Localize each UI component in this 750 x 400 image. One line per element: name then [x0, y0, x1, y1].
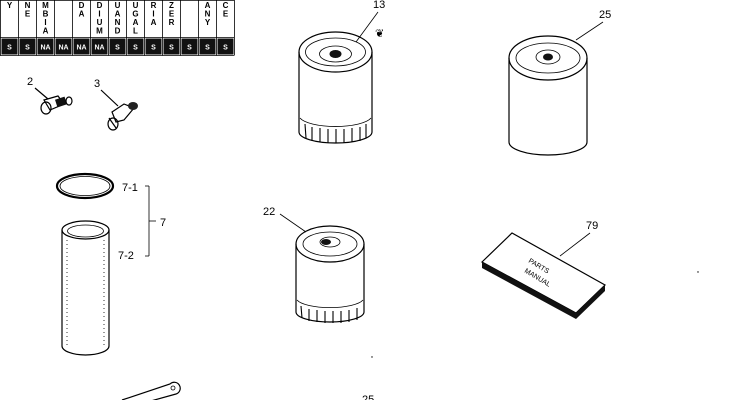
header-letter: R — [169, 18, 175, 27]
header-letter: M — [96, 27, 103, 36]
header-letter: A — [151, 18, 157, 27]
filter-part-22: 22 — [263, 206, 365, 323]
header-letter: D — [79, 1, 85, 10]
code-cell-label: S — [169, 45, 174, 52]
code-cell — [91, 38, 108, 55]
header-letter: A — [133, 18, 139, 27]
header-letter: I — [44, 18, 46, 27]
callout-7-1: 7-1 — [122, 182, 138, 194]
header-letter: N — [25, 1, 31, 10]
svg-text:❦: ❦ — [375, 28, 384, 40]
header-letter: U — [97, 18, 103, 27]
code-cell-label: S — [25, 45, 30, 52]
header-letter: E — [25, 10, 31, 19]
code-cell — [55, 38, 72, 55]
header-letter: I — [98, 10, 100, 19]
header-letter: N — [115, 18, 121, 27]
header-letter: B — [43, 10, 49, 19]
code-cell — [199, 38, 216, 55]
code-cell-label: S — [151, 45, 156, 52]
code-cell — [163, 38, 180, 55]
header-letter: U — [115, 1, 121, 10]
code-cell-label: S — [133, 45, 138, 52]
callout-7: 7 — [160, 217, 166, 229]
header-letter: U — [133, 1, 139, 10]
code-cell-label: S — [223, 45, 228, 52]
fitting-part-2: 2 — [27, 76, 73, 115]
code-cell-label: NA — [40, 45, 50, 52]
code-cell — [127, 38, 144, 55]
header-letter: Y — [7, 1, 13, 10]
o-ring-7-1 — [55, 172, 115, 200]
callout-22: 22 — [263, 206, 275, 218]
header-letter: M — [42, 1, 49, 10]
code-cell — [109, 38, 126, 55]
wrench-partial — [121, 381, 181, 400]
callout-bottom: 25 — [362, 394, 374, 400]
code-cell — [19, 38, 36, 55]
header-letter: A — [115, 10, 121, 19]
code-cell-label: NA — [58, 45, 68, 52]
header-letter: N — [205, 10, 211, 19]
header-letter: I — [152, 10, 154, 19]
header-letter: E — [169, 10, 175, 19]
header-letter: D — [97, 1, 103, 10]
header-letter: A — [205, 1, 211, 10]
header-letter: G — [132, 10, 138, 19]
callout-3: 3 — [94, 78, 100, 90]
header-letter: E — [223, 10, 229, 19]
callout-7-2: 7-2 — [118, 250, 134, 262]
filter-part-25: 25 — [508, 9, 611, 156]
code-cell-label: NA — [94, 45, 104, 52]
header-letter: C — [223, 1, 229, 10]
oil-filter-part-13: 13 ❦ — [298, 0, 385, 144]
code-cell — [217, 38, 234, 55]
callout-13: 13 — [373, 0, 385, 11]
header-letter: Z — [169, 1, 174, 10]
fitting-part-3: 3 — [94, 78, 138, 131]
callout-79: 79 — [586, 220, 598, 232]
code-cell — [1, 38, 18, 55]
parts-manual-part-79: 79 PARTS MANUAL — [480, 220, 606, 319]
header-letter: D — [115, 27, 121, 36]
code-cell-label: NA — [76, 45, 86, 52]
code-cell-label: S — [115, 45, 120, 52]
filter-element-7-2 — [61, 220, 110, 356]
code-cell — [181, 38, 198, 55]
header-letter: R — [151, 1, 157, 10]
code-cell-label: S — [187, 45, 192, 52]
header-letter: A — [79, 10, 85, 19]
header-letter: L — [133, 27, 138, 36]
code-cell — [145, 38, 162, 55]
callout-25: 25 — [599, 9, 611, 21]
element-kit-part-7: 7-1 7 7-2 — [55, 172, 166, 356]
header-letter: A — [43, 27, 49, 36]
code-cell — [73, 38, 90, 55]
code-cell-label: S — [7, 45, 12, 52]
code-cell — [37, 38, 54, 55]
callout-2: 2 — [27, 76, 33, 88]
header-letter: Y — [205, 18, 211, 27]
code-cell-label: S — [205, 45, 210, 52]
